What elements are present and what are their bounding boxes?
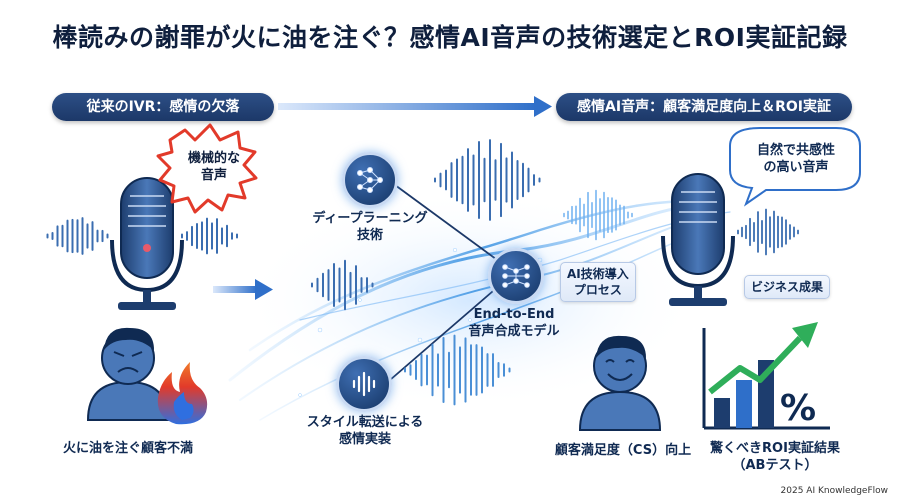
footer-credit: 2025 AI KnowledgeFlow — [780, 486, 888, 496]
ai-process-badge: AI技術導入 プロセス — [560, 262, 636, 302]
mechanical-voice-label: 機械的な 音声 — [164, 150, 264, 184]
bubble-line-1: 自然で共感性 — [756, 143, 835, 158]
roi-line-2: （ABテスト） — [732, 458, 818, 473]
deep-learning-line-2: 技術 — [356, 228, 383, 243]
burst-text-line-1: 機械的な — [187, 151, 240, 166]
sound-waveforms — [46, 139, 799, 406]
roi-chart-icon: % — [702, 322, 830, 430]
deep-learning-node — [342, 152, 398, 208]
process-badge-line-2: プロセス — [573, 283, 622, 297]
legacy-microphone-icon — [110, 177, 184, 310]
burst-text-line-2: 音声 — [200, 168, 227, 183]
style-transfer-line-2: 感情実装 — [338, 432, 391, 447]
left-flow-arrow — [213, 279, 273, 300]
complaint-burst-icon — [156, 123, 258, 214]
end-to-end-label: End-to-End 音声合成モデル — [458, 306, 570, 340]
happy-customer-icon — [578, 335, 662, 431]
svg-text:%: % — [780, 388, 816, 429]
deep-learning-line-1: ディープラーニング — [312, 211, 428, 226]
network-graph-icon — [502, 264, 530, 288]
waveform-icon — [352, 371, 376, 397]
angry-customer-icon — [86, 327, 170, 421]
header-arrow — [278, 96, 552, 117]
style-transfer-line-1: スタイル転送による — [306, 415, 424, 430]
end-to-end-line-1: End-to-End — [473, 307, 555, 322]
customer-dissatisfaction-label: 火に油を注ぐ顧客不満 — [62, 441, 193, 456]
style-transfer-node — [336, 356, 392, 412]
cs-improvement-label: 顧客満足度（CS）向上 — [554, 443, 692, 458]
roi-results-label: 驚くべきROI実証結果 （ABテスト） — [700, 440, 850, 474]
end-to-end-node — [488, 248, 544, 304]
fire-icon — [157, 362, 208, 425]
legacy-ivr-pill: 従来のIVR：感情の欠落 — [52, 93, 274, 121]
emotion-ai-microphone-icon — [661, 173, 735, 306]
end-to-end-line-2: 音声合成モデル — [468, 324, 560, 339]
process-badge-line-1: AI技術導入 — [567, 267, 629, 281]
deep-learning-label: ディープラーニング 技術 — [300, 210, 440, 244]
roi-line-1: 驚くべきROI実証結果 — [710, 441, 840, 456]
speech-bubble-icon — [729, 127, 861, 207]
style-transfer-label: スタイル転送による 感情実装 — [300, 414, 430, 448]
business-results-badge: ビジネス成果 — [744, 275, 831, 299]
emotion-ai-pill: 感情AI音声：顧客満足度向上＆ROI実証 — [556, 93, 852, 121]
bubble-line-2: の高い音声 — [763, 160, 829, 175]
page-title: 棒読みの謝罪が火に油を注ぐ？感情AI音声の技術選定とROI実証記録 — [52, 23, 848, 52]
node-connectors — [389, 184, 501, 381]
neural-network-icon — [357, 167, 383, 193]
natural-voice-label: 自然で共感性 の高い音声 — [736, 142, 856, 176]
